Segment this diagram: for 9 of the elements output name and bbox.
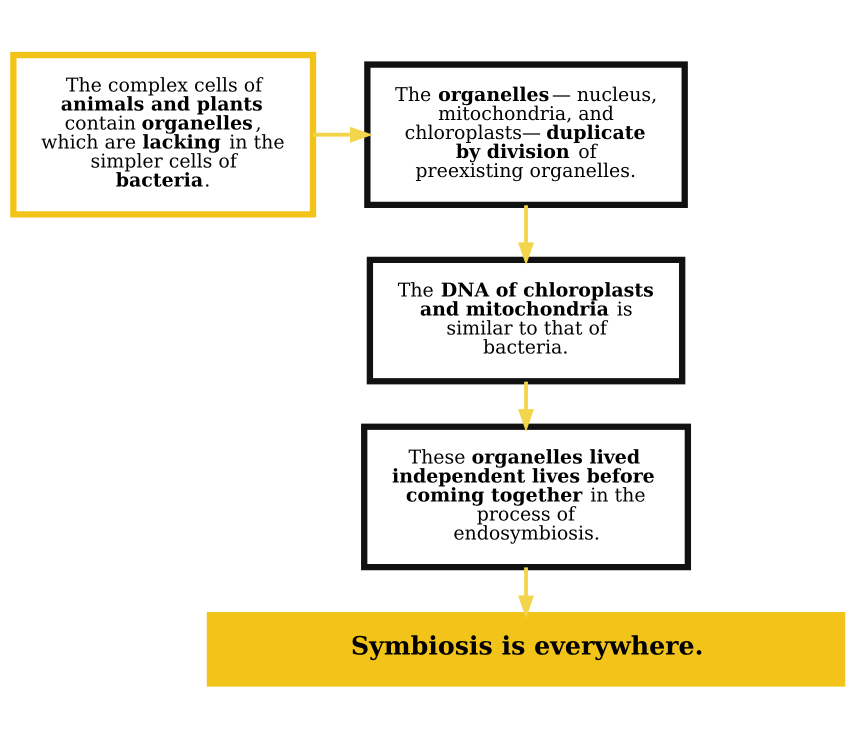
node-box: These organelles lived independent lives before coming together in the process of endosymbiosis.: [361, 424, 692, 570]
arrow: [518, 567, 534, 618]
arrow: [518, 382, 534, 432]
node-box: The complex cells of animals and plants contain organelles, which are lacking in the simpler cells of bacteria.: [10, 52, 316, 218]
node-box: Symbiosis is everywhere.: [206, 612, 846, 687]
node-box: The organelles— nucleus, mitochondria, and chloroplasts— duplicate by division of preexisting organelles.: [364, 61, 688, 208]
arrow: [518, 205, 534, 266]
node-box: The DNA of chloroplasts and mitochondria is similar to that of bacteria.: [366, 256, 686, 384]
arrow: [313, 126, 373, 143]
